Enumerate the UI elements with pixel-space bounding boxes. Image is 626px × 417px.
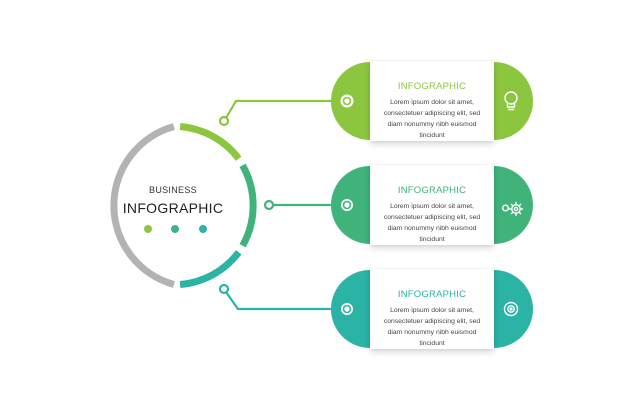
center-title: INFOGRAPHIC bbox=[122, 200, 224, 216]
center-subtitle: BUSINESS bbox=[149, 185, 197, 195]
center-dots bbox=[144, 225, 207, 233]
gears-icon bbox=[502, 201, 524, 217]
step-3-text: Lorem ipsum dolor sit amet, consectetuer… bbox=[383, 307, 481, 347]
connector-1-start-node bbox=[218, 115, 230, 127]
step-2-title: INFOGRAPHIC bbox=[397, 185, 467, 196]
step-2-text: Lorem ipsum dolor sit amet, consectetuer… bbox=[383, 203, 481, 243]
target-icon bbox=[503, 301, 519, 317]
ring-gray-arc bbox=[110, 123, 175, 288]
connector-1 bbox=[225, 99, 336, 119]
connector-3-start-node bbox=[218, 283, 230, 295]
step-card-3: INFOGRAPHIC Lorem ipsum dolor sit amet, … bbox=[370, 269, 494, 349]
ring-segment-1 bbox=[179, 123, 242, 161]
ring-segment-2 bbox=[239, 163, 257, 248]
step-1-text: Lorem ipsum dolor sit amet, consectetuer… bbox=[383, 99, 481, 139]
center-ring bbox=[110, 123, 257, 288]
center-dot bbox=[199, 225, 207, 233]
center-dot bbox=[171, 225, 179, 233]
lightbulb-icon bbox=[504, 91, 518, 111]
step-card-1: INFOGRAPHIC Lorem ipsum dolor sit amet, … bbox=[370, 61, 494, 141]
connector-3 bbox=[225, 291, 336, 311]
center-dot bbox=[144, 225, 152, 233]
connector-2-start-node bbox=[263, 199, 275, 211]
ring-segment-3 bbox=[179, 250, 242, 288]
step-3-title: INFOGRAPHIC bbox=[397, 289, 467, 300]
connectors bbox=[218, 99, 336, 311]
step-1-title: INFOGRAPHIC bbox=[397, 81, 467, 92]
step-card-2: INFOGRAPHIC Lorem ipsum dolor sit amet, … bbox=[370, 165, 494, 245]
